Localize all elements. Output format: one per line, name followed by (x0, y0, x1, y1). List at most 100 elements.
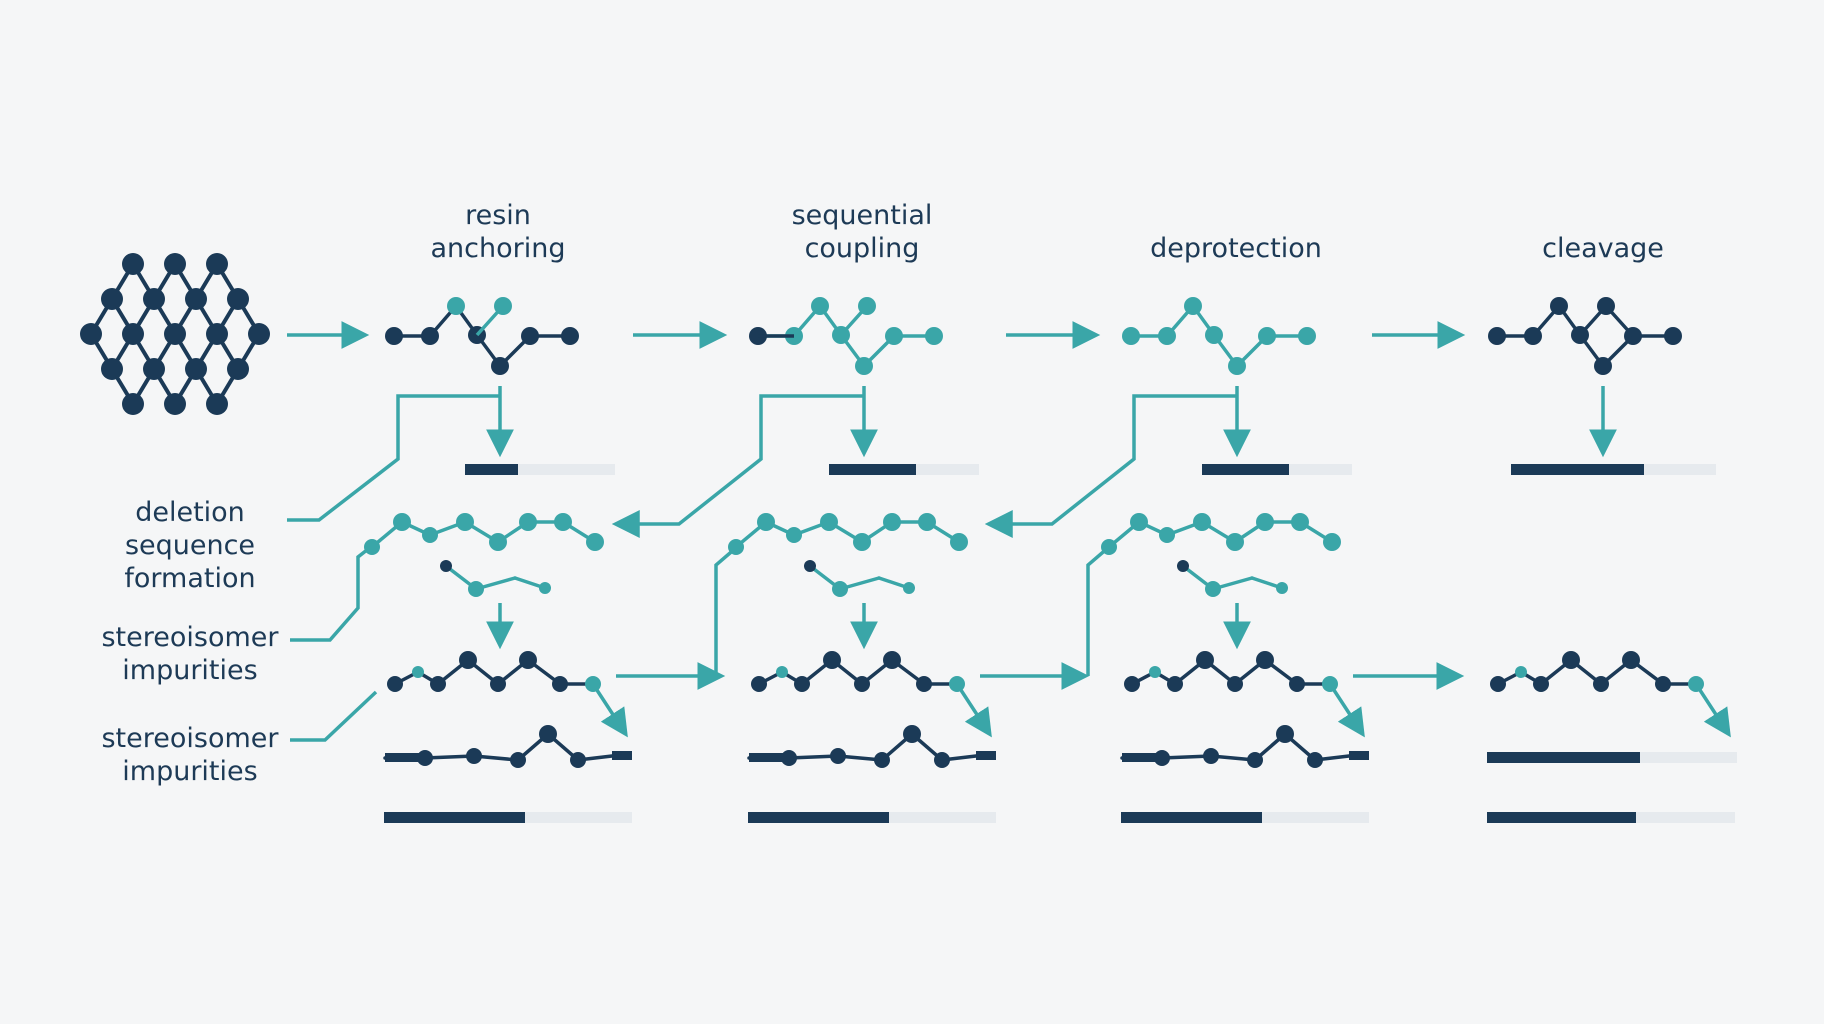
stage-label-resin: resin anchoring (431, 200, 566, 264)
atom-node (885, 327, 903, 345)
connector-stereo-2 (290, 690, 378, 742)
lattice-node (227, 358, 249, 380)
diagonal-arrow-icon (1694, 683, 1731, 738)
atom-node (786, 527, 802, 543)
top-molecule-icon (385, 297, 579, 375)
fragment-icon (440, 560, 551, 597)
atom-node (1205, 326, 1223, 344)
atom-node (1226, 533, 1244, 551)
atom-node (521, 327, 539, 345)
stage-label-coupling: sequential coupling (792, 200, 933, 264)
atom-node (804, 560, 816, 572)
lattice-node (164, 253, 186, 275)
progress-fill (1487, 752, 1640, 763)
svg-text:stereoisomer: stereoisomer (101, 622, 279, 653)
atom-node (586, 533, 604, 551)
progress-fill (748, 812, 889, 823)
atom-node (519, 513, 537, 531)
progress-fill (1202, 464, 1289, 475)
lattice-node (101, 358, 123, 380)
progress-bar-bottom (384, 812, 632, 823)
progress-bar-bottom (1121, 812, 1369, 823)
atom-node (820, 513, 838, 531)
atom-node (387, 676, 403, 692)
lower-molecule-icon (1124, 651, 1338, 692)
progress-bar-bottom (1487, 812, 1735, 823)
atom-node (1159, 527, 1175, 543)
lattice-node (122, 253, 144, 275)
atom-node (1258, 327, 1276, 345)
lower-molecule-icon (1490, 651, 1704, 692)
atom-node (1550, 297, 1568, 315)
atom-node (552, 676, 568, 692)
atom-node (422, 527, 438, 543)
side-label-stereoisomer-2: stereoisomer impurities (101, 723, 279, 787)
diagonal-arrow-icon (591, 683, 628, 738)
atom-node (1594, 357, 1612, 375)
progress-fill (384, 812, 525, 823)
atom-node (519, 651, 537, 669)
atom-node (1184, 297, 1202, 315)
bond-line (1160, 754, 1213, 760)
atom-node (1247, 752, 1263, 768)
chain-bar (385, 753, 429, 762)
atom-node (554, 513, 572, 531)
top-molecule-icon (1122, 297, 1316, 375)
lattice-node (122, 323, 144, 345)
bond-line (423, 754, 476, 760)
atom-node (489, 533, 507, 551)
atom-node (1149, 666, 1161, 678)
atom-node (1196, 651, 1214, 669)
lattice-node (206, 323, 228, 345)
mid-molecule-icon (364, 513, 604, 555)
atom-node (1533, 676, 1549, 692)
side-label-deletion: deletion sequence formation (124, 497, 255, 594)
bond-line (787, 754, 840, 760)
atom-node (757, 513, 775, 531)
progress-bar-top (465, 464, 615, 475)
atom-node (1203, 748, 1219, 764)
progress-fill (465, 464, 518, 475)
progress-fill (1121, 812, 1262, 823)
atom-node (1593, 676, 1609, 692)
progress-fill (1487, 812, 1636, 823)
atom-node (1289, 676, 1305, 692)
atom-node (539, 725, 557, 743)
atom-node (491, 357, 509, 375)
atom-node (1227, 676, 1243, 692)
lower-molecule-icon (751, 651, 965, 692)
top-molecule-icon (1488, 297, 1682, 375)
atom-node (440, 560, 452, 572)
fragment-icon (804, 560, 915, 597)
side-label-stereoisomer-1: stereoisomer impurities (101, 622, 279, 686)
riser-line (714, 545, 739, 676)
atom-node (468, 581, 484, 597)
chain-end (1349, 751, 1369, 760)
lattice-node (248, 323, 270, 345)
atom-node (1130, 513, 1148, 531)
atom-node (1124, 676, 1140, 692)
atom-node (412, 666, 424, 678)
atom-node (430, 676, 446, 692)
atom-node (1158, 327, 1176, 345)
atom-node (1122, 327, 1140, 345)
atom-node (1664, 327, 1682, 345)
atom-node (832, 581, 848, 597)
atom-node (858, 297, 876, 315)
progress-fill (1511, 464, 1644, 475)
atom-node (1298, 327, 1316, 345)
atom-node (494, 297, 512, 315)
top-molecule-icon (749, 297, 943, 375)
resin-lattice-icon (80, 253, 270, 415)
atom-node (1291, 513, 1309, 531)
atom-node (1256, 651, 1274, 669)
atom-node (456, 513, 474, 531)
atom-node (830, 748, 846, 764)
atom-node (447, 297, 465, 315)
lattice-node (164, 393, 186, 415)
atom-node (855, 357, 873, 375)
lattice-node (101, 288, 123, 310)
feedback-arrow-icon (611, 394, 864, 538)
svg-text:sequential: sequential (792, 200, 933, 231)
